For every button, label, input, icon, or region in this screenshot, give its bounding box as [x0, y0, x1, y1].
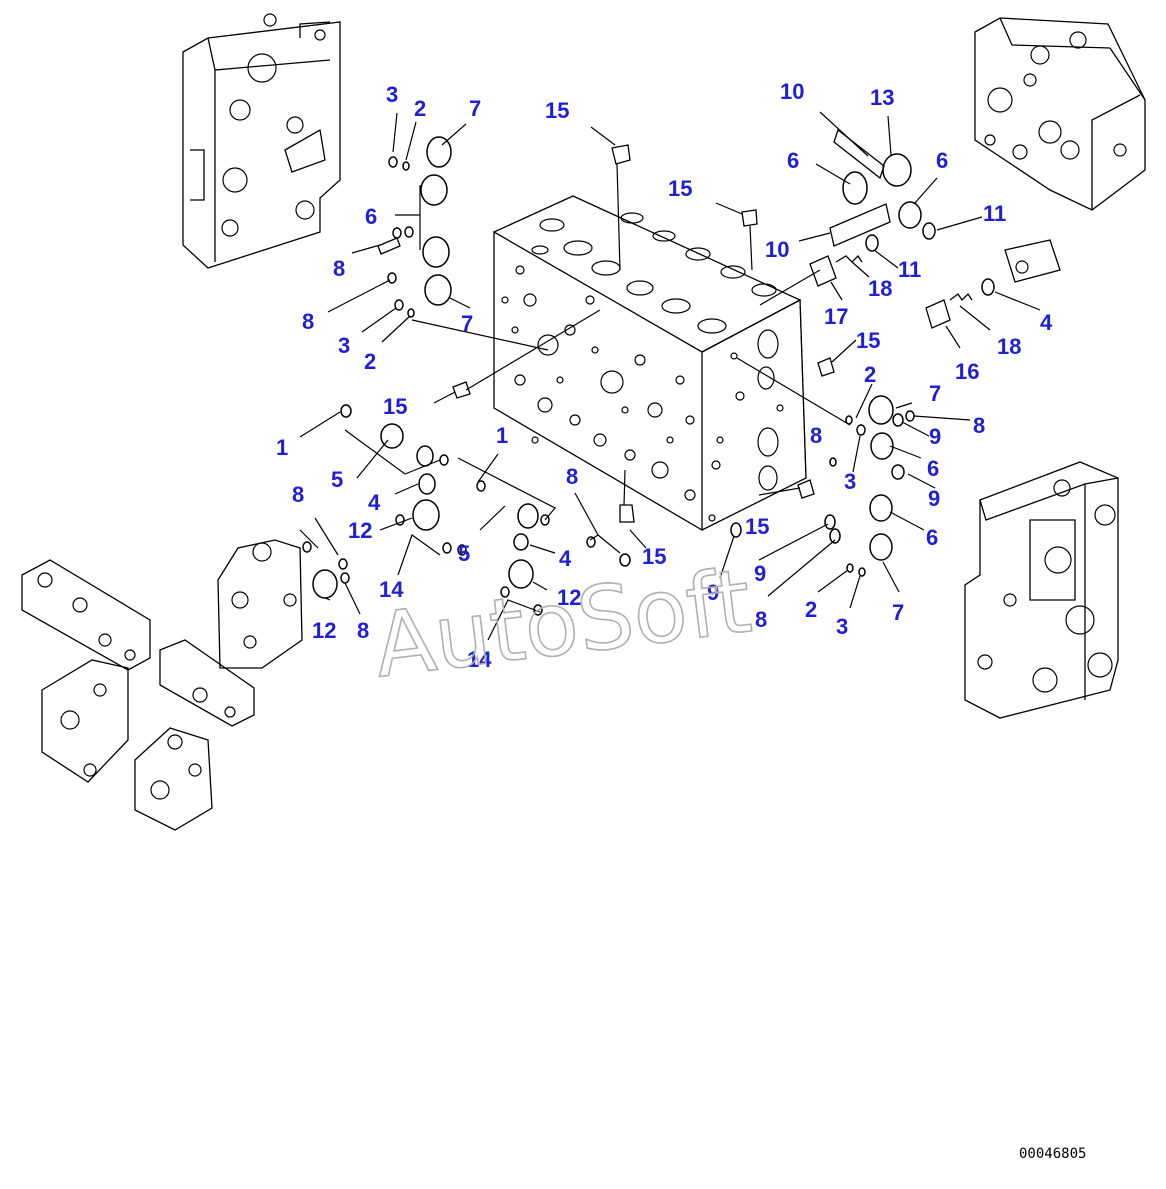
callout-13: 13 [870, 85, 894, 110]
callout-4: 4 [1040, 310, 1053, 335]
callout-12: 12 [348, 518, 372, 543]
callout-6: 6 [927, 456, 939, 481]
callout-6: 6 [787, 148, 799, 173]
callout-2: 2 [364, 349, 376, 374]
callout-8: 8 [292, 482, 304, 507]
callout-9: 9 [754, 561, 766, 586]
callout-14: 14 [379, 577, 404, 602]
callout-4: 4 [559, 546, 572, 571]
callout-7: 7 [929, 381, 941, 406]
valve-section-bottom-right [964, 461, 1119, 719]
main-valve-block [492, 195, 807, 532]
callout-2: 2 [864, 362, 876, 387]
callout-3: 3 [386, 82, 398, 107]
callout-8: 8 [333, 256, 345, 281]
callout-15: 15 [642, 544, 666, 569]
callout-18: 18 [868, 276, 892, 301]
callout-3: 3 [338, 333, 350, 358]
callout-7: 7 [892, 600, 904, 625]
callout-15: 15 [745, 514, 769, 539]
callout-11: 11 [983, 201, 1006, 226]
callout-5: 5 [458, 541, 470, 566]
callout-6: 6 [926, 525, 938, 550]
callout-2: 2 [414, 96, 426, 121]
callout-15: 15 [856, 328, 880, 353]
valve-section-top-right [974, 17, 1146, 211]
callout-9: 9 [707, 580, 719, 605]
watermark-text: AutoSoft [369, 549, 757, 697]
callout-10: 10 [780, 79, 804, 104]
callout-10: 10 [765, 237, 789, 262]
callout-7: 7 [469, 96, 481, 121]
callout-14: 14 [467, 647, 492, 672]
valve-sections-bottom-left [21, 539, 303, 831]
callout-11: 11 [898, 257, 921, 282]
callout-4: 4 [368, 490, 381, 515]
callout-1: 1 [276, 435, 288, 460]
callout-8: 8 [302, 309, 314, 334]
callout-9: 9 [929, 424, 941, 449]
callout-6: 6 [365, 204, 377, 229]
callout-12: 12 [557, 585, 581, 610]
o-rings-and-plugs [302, 128, 1061, 616]
callout-8: 8 [755, 607, 767, 632]
callout-6: 6 [936, 148, 948, 173]
callout-9: 9 [928, 486, 940, 511]
callout-15: 15 [668, 176, 692, 201]
valve-section-top-left [182, 13, 341, 269]
callout-16: 16 [955, 359, 979, 384]
callout-17: 17 [824, 304, 848, 329]
callout-3: 3 [844, 469, 856, 494]
callout-12: 12 [312, 618, 336, 643]
callout-7: 7 [461, 311, 473, 336]
callout-1: 1 [496, 423, 508, 448]
callout-8: 8 [973, 413, 985, 438]
callout-8: 8 [810, 423, 822, 448]
callout-8: 8 [357, 618, 369, 643]
leader-lines [299, 111, 1041, 641]
drawing-code: 00046805 [1019, 1146, 1086, 1162]
callout-labels: 3 2 7 6 8 8 3 2 7 15 15 15 15 15 15 10 1… [276, 79, 1053, 672]
callout-18: 18 [997, 334, 1021, 359]
callout-8: 8 [566, 464, 578, 489]
callout-2: 2 [805, 597, 817, 622]
callout-3: 3 [836, 614, 848, 639]
callout-15: 15 [383, 394, 407, 419]
callout-5: 5 [331, 467, 343, 492]
callout-15: 15 [545, 98, 569, 123]
